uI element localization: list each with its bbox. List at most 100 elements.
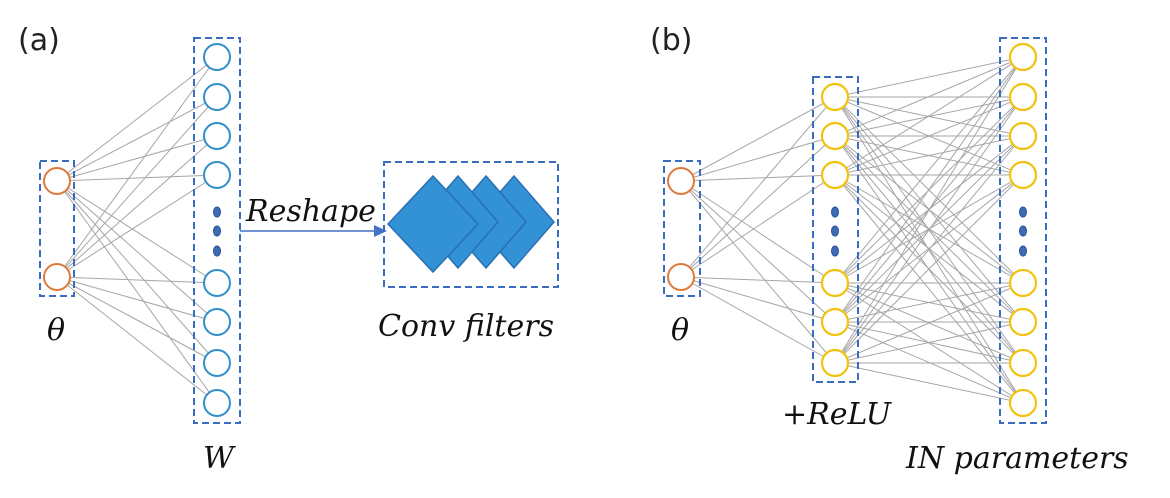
edges-hidden-to-in-params: [834, 56, 1024, 404]
w-node: [203, 83, 231, 111]
edge-line: [834, 135, 1024, 323]
hidden-node: [820, 348, 850, 378]
theta-label-a: θ: [47, 313, 65, 348]
reshape-arrowhead: [374, 225, 387, 237]
ellipsis-dot: [213, 225, 221, 237]
edge-line: [834, 282, 1024, 323]
edge-line: [834, 56, 1024, 137]
edge-line: [680, 174, 836, 278]
hidden-node: [820, 121, 850, 151]
edges-theta-to-w: [56, 56, 218, 404]
w-node: [203, 349, 231, 377]
edge-line: [834, 96, 1024, 176]
ellipsis-dot: [1019, 245, 1027, 257]
ellipsis-dot: [1019, 206, 1027, 218]
edge-line: [834, 56, 1024, 323]
edge-line: [56, 174, 218, 278]
edge-line: [680, 276, 836, 364]
edge-line: [680, 180, 836, 323]
w-nodes: [203, 43, 231, 417]
edge-line: [834, 321, 1024, 364]
edges-theta-to-hidden: [680, 96, 836, 364]
in-param-node: [1008, 82, 1038, 112]
edge-line: [56, 180, 218, 404]
edge-line: [834, 56, 1024, 284]
in-params-box: [999, 37, 1047, 424]
hidden-node: [820, 307, 850, 337]
edge-line: [56, 56, 218, 278]
edge-line: [680, 135, 836, 182]
edge-line: [56, 135, 218, 182]
edge-line: [834, 135, 1024, 176]
edge-line: [834, 362, 1024, 404]
hidden-nodes: [820, 82, 850, 378]
reshape-label: Reshape: [245, 194, 376, 229]
edge-line: [834, 282, 1024, 364]
edge-line: [834, 56, 1024, 98]
theta-node: [667, 167, 695, 195]
theta-nodes-b: [667, 167, 695, 291]
w-node: [203, 389, 231, 417]
w-node: [203, 43, 231, 71]
in-param-node: [1008, 121, 1038, 151]
ellipsis-dot: [213, 245, 221, 257]
edge-line: [56, 180, 218, 323]
w-node: [203, 269, 231, 297]
ellipsis-dot: [213, 206, 221, 218]
in-param-node: [1008, 160, 1038, 190]
w-node: [203, 161, 231, 189]
edge-line: [834, 56, 1024, 176]
edge-line: [834, 174, 1024, 404]
edge-line: [680, 96, 836, 278]
hidden-ellipsis: [831, 206, 839, 257]
edge-line: [56, 180, 218, 284]
in-param-nodes: [1008, 42, 1038, 418]
theta-node: [43, 263, 71, 291]
edge-line: [56, 276, 218, 284]
relu-label: +ReLU: [782, 397, 893, 432]
in-param-node: [1008, 348, 1038, 378]
edge-line: [834, 96, 1024, 364]
theta-box-a: [39, 160, 75, 297]
edge-line: [56, 276, 218, 323]
in-param-node: [1008, 388, 1038, 418]
edge-line: [680, 174, 836, 182]
w-ellipsis: [213, 206, 221, 257]
panel-b-label: (b): [650, 23, 692, 58]
edge-line: [834, 174, 1024, 323]
ellipsis-dot: [831, 225, 839, 237]
edge-line: [834, 135, 1024, 364]
w-node: [203, 122, 231, 150]
conv-filters: [386, 174, 555, 274]
theta-box-b: [663, 160, 701, 297]
conv-filters-label: Conv filters: [378, 309, 554, 344]
w-label: W: [203, 441, 236, 476]
ellipsis-dot: [831, 245, 839, 257]
ellipsis-dot: [831, 206, 839, 218]
edge-line: [680, 276, 836, 323]
in-params-ellipsis: [1019, 206, 1027, 257]
edge-line: [56, 180, 218, 364]
in-param-node: [1008, 268, 1038, 298]
in-param-node: [1008, 42, 1038, 72]
edge-line: [56, 96, 218, 182]
in-param-node: [1008, 307, 1038, 337]
hidden-node: [820, 268, 850, 298]
edge-line: [834, 56, 1024, 364]
edge-line: [56, 276, 218, 364]
edge-line: [56, 56, 218, 182]
conv-filters-box: [383, 161, 559, 288]
hidden-node: [820, 160, 850, 190]
edge-line: [834, 174, 1024, 364]
w-box: [193, 37, 241, 424]
edge-line: [680, 180, 836, 284]
edge-line: [680, 135, 836, 278]
edge-line: [680, 96, 836, 182]
edge-line: [680, 180, 836, 364]
in-parameters-label: IN parameters: [905, 441, 1129, 476]
theta-label-b: θ: [671, 313, 689, 348]
w-node: [203, 308, 231, 336]
hidden-node: [820, 82, 850, 112]
edge-line: [56, 174, 218, 182]
